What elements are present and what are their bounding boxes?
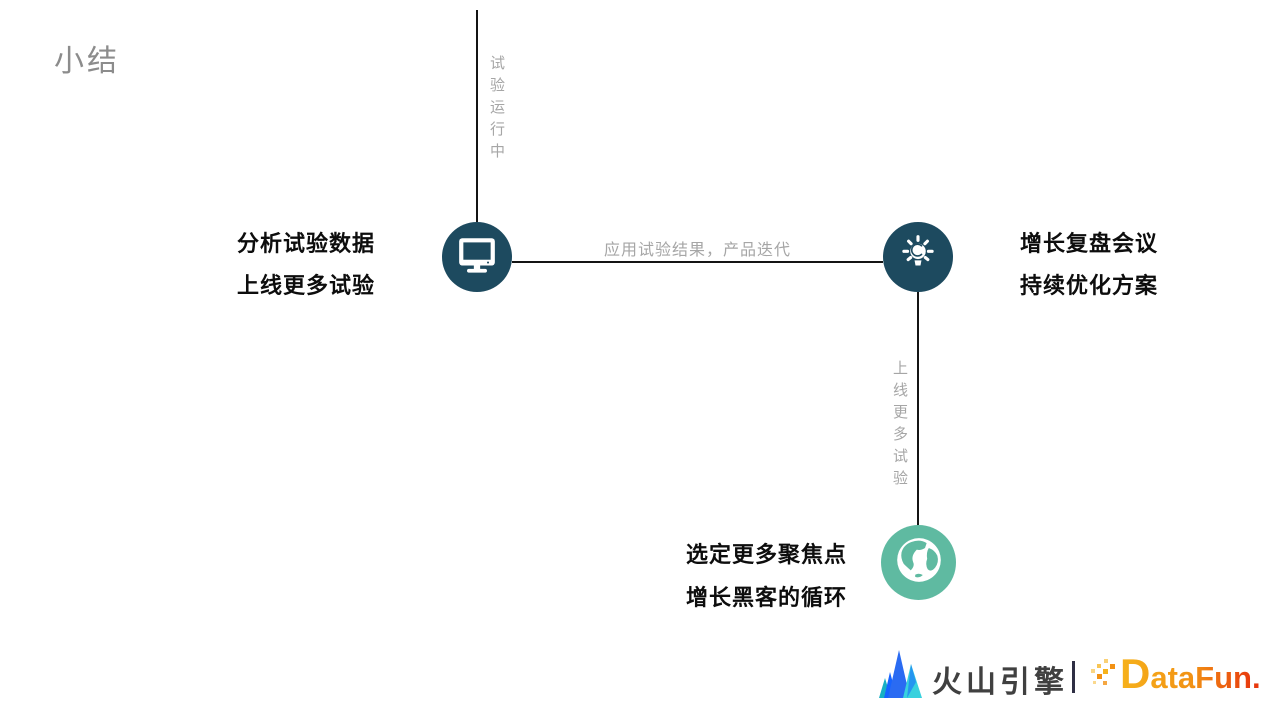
datafun-wordmark-cap: D (1120, 650, 1151, 697)
datafun-wordmark-rest: ataFun (1150, 660, 1252, 695)
connector-right-vertical (917, 292, 919, 526)
node-label-line: 上线更多试验 (237, 273, 376, 298)
datafun-wordmark: DataFun (1120, 652, 1252, 700)
connector-horizontal (512, 261, 883, 263)
edge-label-apply-results: 应用试验结果，产品迭代 (603, 242, 791, 259)
node-growth-loop (881, 525, 956, 600)
node-label-analyze-data: 分析试验数据 上线更多试验 (237, 223, 375, 307)
lightbulb-icon (897, 232, 939, 283)
monitor-icon (456, 236, 498, 279)
edge-label-experiment-running: 试验运行中 (488, 55, 505, 165)
node-label-line: 持续优化方案 (1020, 273, 1159, 298)
node-growth-review (883, 222, 953, 292)
volcano-engine-wordmark: 火山引擎 (932, 666, 1068, 699)
connector-top-vertical (476, 10, 478, 222)
node-label-line: 选定更多聚焦点 (686, 542, 848, 567)
page-title: 小结 (54, 45, 120, 78)
node-label-line: 增长黑客的循环 (686, 585, 848, 610)
datafun-wordmark-period: . (1251, 660, 1261, 695)
edge-label-launch-more: 上线更多试验 (891, 360, 908, 492)
node-label-line: 增长复盘会议 (1020, 231, 1159, 256)
datafun-logo: DataFun . (1090, 652, 1261, 700)
node-analyze-data (442, 222, 512, 292)
node-label-growth-loop: 选定更多聚焦点 增长黑客的循环 (686, 533, 847, 619)
globe-icon (895, 536, 943, 589)
footer-divider (1072, 661, 1075, 693)
volcano-engine-logo-icon (877, 648, 925, 705)
datafun-pixel-dots-icon (1090, 657, 1120, 694)
node-label-line: 分析试验数据 (237, 231, 376, 256)
node-label-growth-review: 增长复盘会议 持续优化方案 (1020, 223, 1158, 307)
